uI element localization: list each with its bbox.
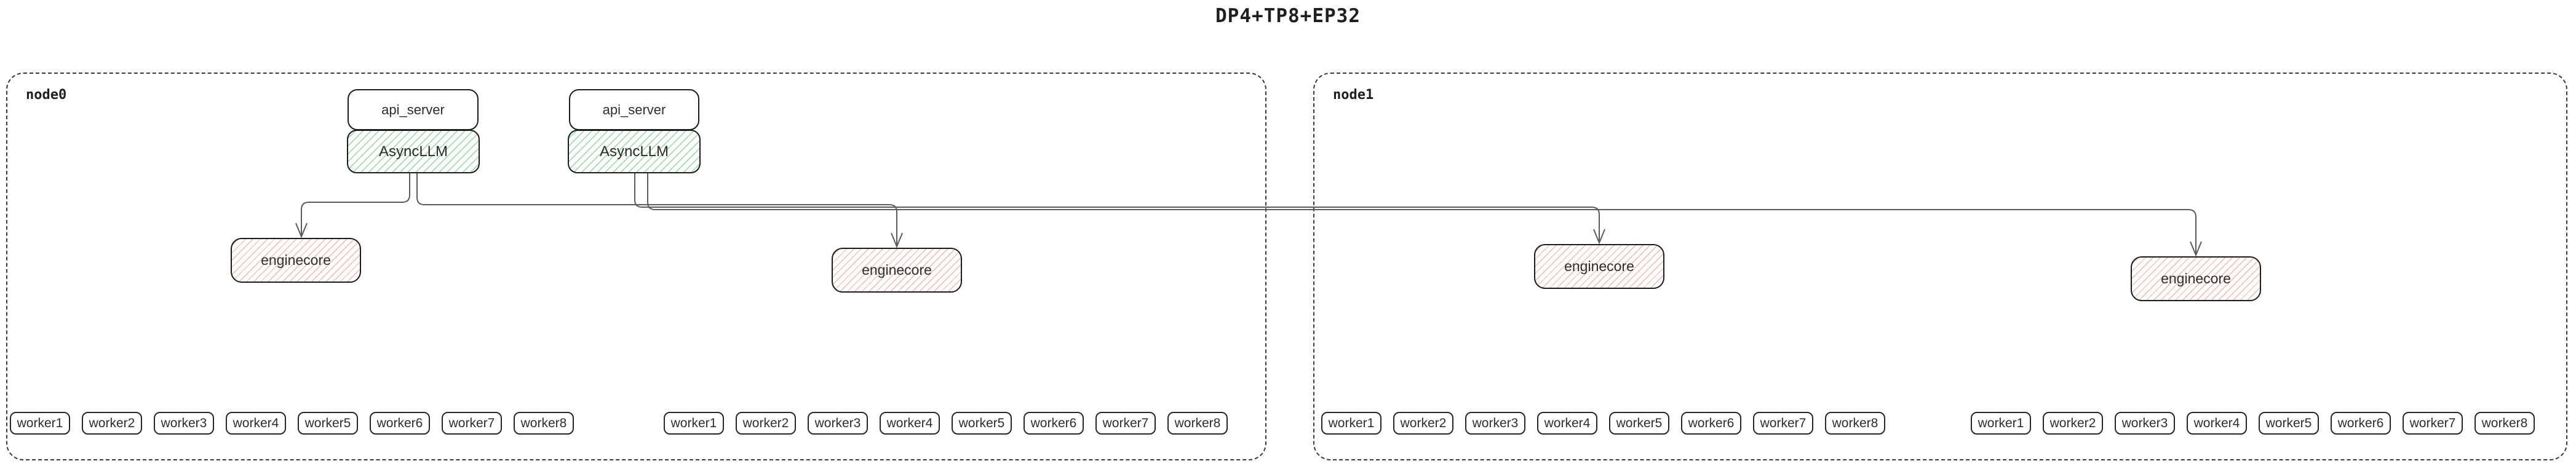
worker-box: worker3 — [2115, 412, 2175, 435]
enginecore-box-3: enginecore — [1534, 244, 1664, 289]
worker-box: worker5 — [952, 412, 1012, 435]
node0-container: node0 — [6, 73, 1266, 460]
worker-box: worker5 — [298, 412, 358, 435]
diagram-title: DP4+TP8+EP32 — [1215, 5, 1361, 27]
worker-row-node1-1: worker1 worker2 worker3 worker4 worker5 worke… — [1321, 412, 1885, 435]
worker-row-node0-1: worker1 worker2 worker3 worker4 worker5 worke… — [10, 412, 574, 435]
worker-row-node1-2: worker1 worker2 worker3 worker4 worker5 worke… — [1971, 412, 2535, 435]
worker-box: worker4 — [226, 412, 286, 435]
worker-row-node0-2: worker1 worker2 worker3 worker4 worker5 worke… — [664, 412, 1228, 435]
worker-box: worker6 — [2331, 412, 2391, 435]
asyncllm-box-1: AsyncLLM — [347, 130, 480, 173]
worker-box: worker4 — [880, 412, 940, 435]
worker-box: worker7 — [2403, 412, 2463, 435]
worker-box: worker7 — [1095, 412, 1156, 435]
worker-box: worker1 — [1971, 412, 2031, 435]
api-server-box-2: api_server — [569, 89, 699, 130]
worker-box: worker8 — [1167, 412, 1228, 435]
worker-box: worker2 — [82, 412, 142, 435]
worker-box: worker3 — [1465, 412, 1525, 435]
worker-box: worker2 — [1393, 412, 1453, 435]
worker-box: worker1 — [10, 412, 70, 435]
enginecore-box-4: enginecore — [2131, 256, 2261, 301]
worker-box: worker3 — [808, 412, 868, 435]
worker-box: worker7 — [442, 412, 502, 435]
worker-box: worker6 — [1024, 412, 1084, 435]
worker-box: worker7 — [1753, 412, 1813, 435]
api-server-box-1: api_server — [348, 89, 479, 130]
worker-box: worker4 — [2187, 412, 2247, 435]
worker-box: worker8 — [1825, 412, 1885, 435]
worker-box: worker8 — [2475, 412, 2535, 435]
worker-box: worker5 — [1609, 412, 1669, 435]
node1-label: node1 — [1333, 87, 1374, 103]
worker-box: worker1 — [1321, 412, 1381, 435]
enginecore-box-2: enginecore — [832, 248, 962, 293]
worker-box: worker8 — [514, 412, 574, 435]
worker-box: worker2 — [736, 412, 796, 435]
node0-label: node0 — [26, 87, 67, 103]
asyncllm-box-2: AsyncLLM — [568, 130, 701, 173]
worker-box: worker3 — [154, 412, 214, 435]
enginecore-box-1: enginecore — [231, 238, 361, 283]
worker-box: worker4 — [1537, 412, 1597, 435]
node1-container: node1 — [1313, 73, 2567, 460]
worker-box: worker2 — [2043, 412, 2103, 435]
worker-box: worker6 — [1681, 412, 1741, 435]
worker-box: worker6 — [370, 412, 430, 435]
worker-box: worker5 — [2259, 412, 2319, 435]
worker-box: worker1 — [664, 412, 724, 435]
